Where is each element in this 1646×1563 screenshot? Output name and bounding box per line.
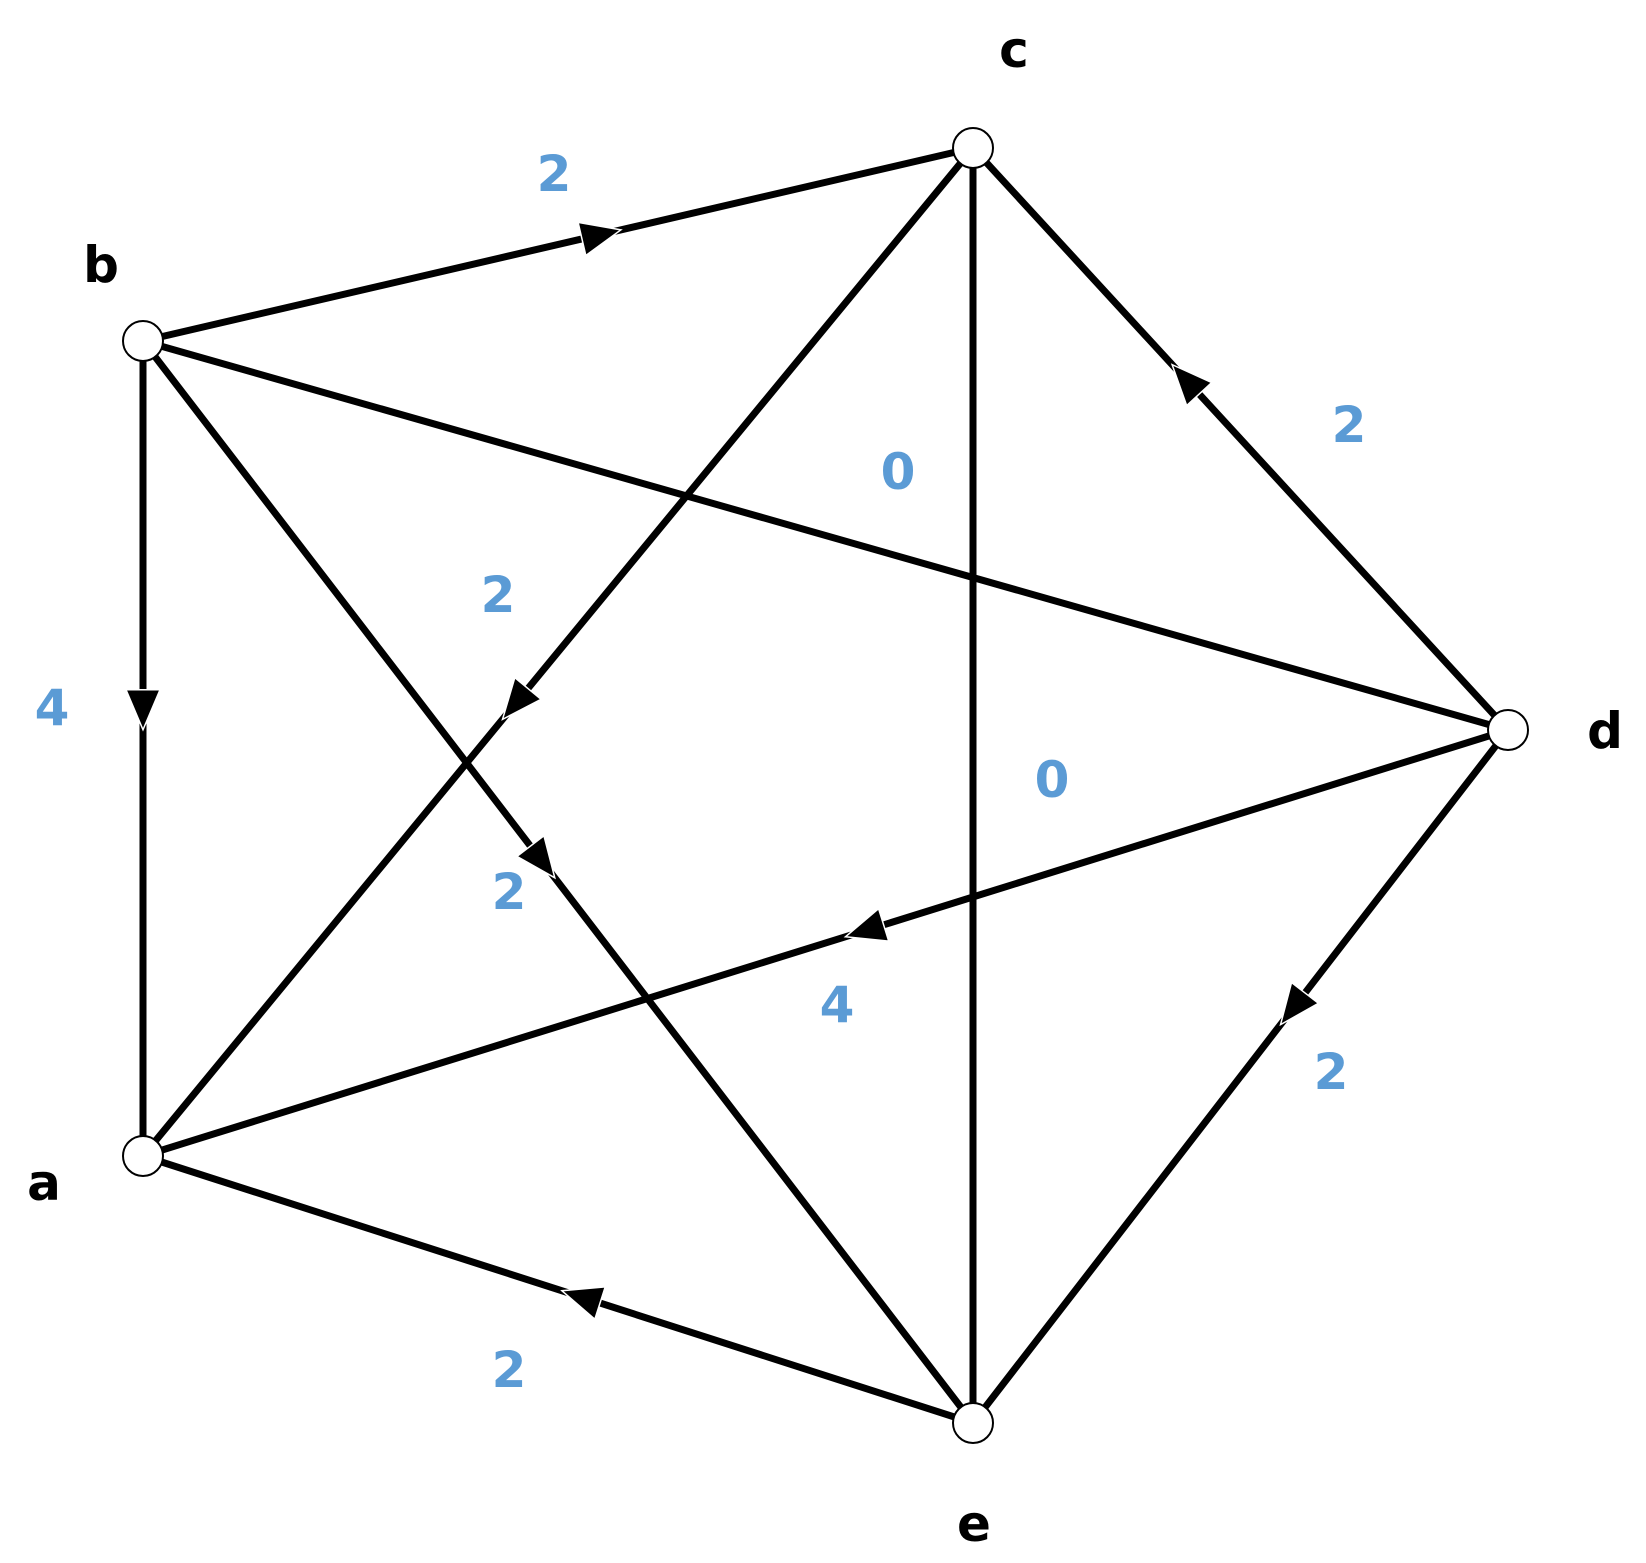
edge-weight-d-c: 2 — [1332, 396, 1367, 454]
edge-d-a — [139, 726, 1512, 1160]
arrowhead-d-c — [1170, 363, 1214, 407]
arrowhead-b-c — [577, 221, 623, 257]
arrowhead-b-a — [124, 689, 162, 732]
node-b — [122, 320, 164, 362]
node-c — [952, 127, 994, 169]
edge-weight-b-a: 4 — [35, 679, 70, 737]
edge-weight-e-a: 2 — [492, 1341, 527, 1399]
edge-d-c — [969, 144, 1512, 734]
edge-b-d — [139, 337, 1512, 734]
node-label-d: d — [1587, 702, 1623, 760]
node-a — [122, 1135, 164, 1177]
edge-e-a — [139, 1152, 977, 1427]
edge-weight-c-a: 2 — [481, 566, 516, 624]
node-label-e: e — [957, 1495, 991, 1553]
arrowhead-b-e — [515, 834, 556, 880]
arrows-layer — [124, 221, 1320, 1321]
edge-weight-b-e: 2 — [492, 863, 527, 921]
edge-weight-d-e: 2 — [1314, 1043, 1349, 1101]
edge-weight-c-e: 0 — [1035, 751, 1070, 809]
edge-weight-b-d: 0 — [881, 443, 916, 501]
node-label-c: c — [999, 21, 1029, 79]
edge-weight-b-c: 2 — [537, 145, 572, 203]
edges-layer — [139, 144, 1512, 1427]
edge-d-e — [969, 726, 1512, 1427]
arrowhead-d-a — [843, 907, 890, 942]
arrowhead-d-e — [1279, 981, 1320, 1027]
edge-b-c — [139, 144, 977, 345]
node-d — [1487, 709, 1529, 751]
edge-b-e — [139, 337, 977, 1427]
arrowhead-e-a — [560, 1285, 607, 1321]
node-label-a: a — [27, 1154, 61, 1212]
node-label-b: b — [83, 236, 119, 294]
labels-layer: 2 4 2 2 2 4 2 2 0 0 a b c d e — [27, 21, 1623, 1553]
edge-weight-d-a: 4 — [820, 976, 855, 1034]
node-e — [952, 1402, 994, 1444]
edge-c-a — [139, 144, 977, 1160]
arrowhead-c-a — [501, 676, 543, 721]
nodes-layer — [122, 127, 1529, 1444]
